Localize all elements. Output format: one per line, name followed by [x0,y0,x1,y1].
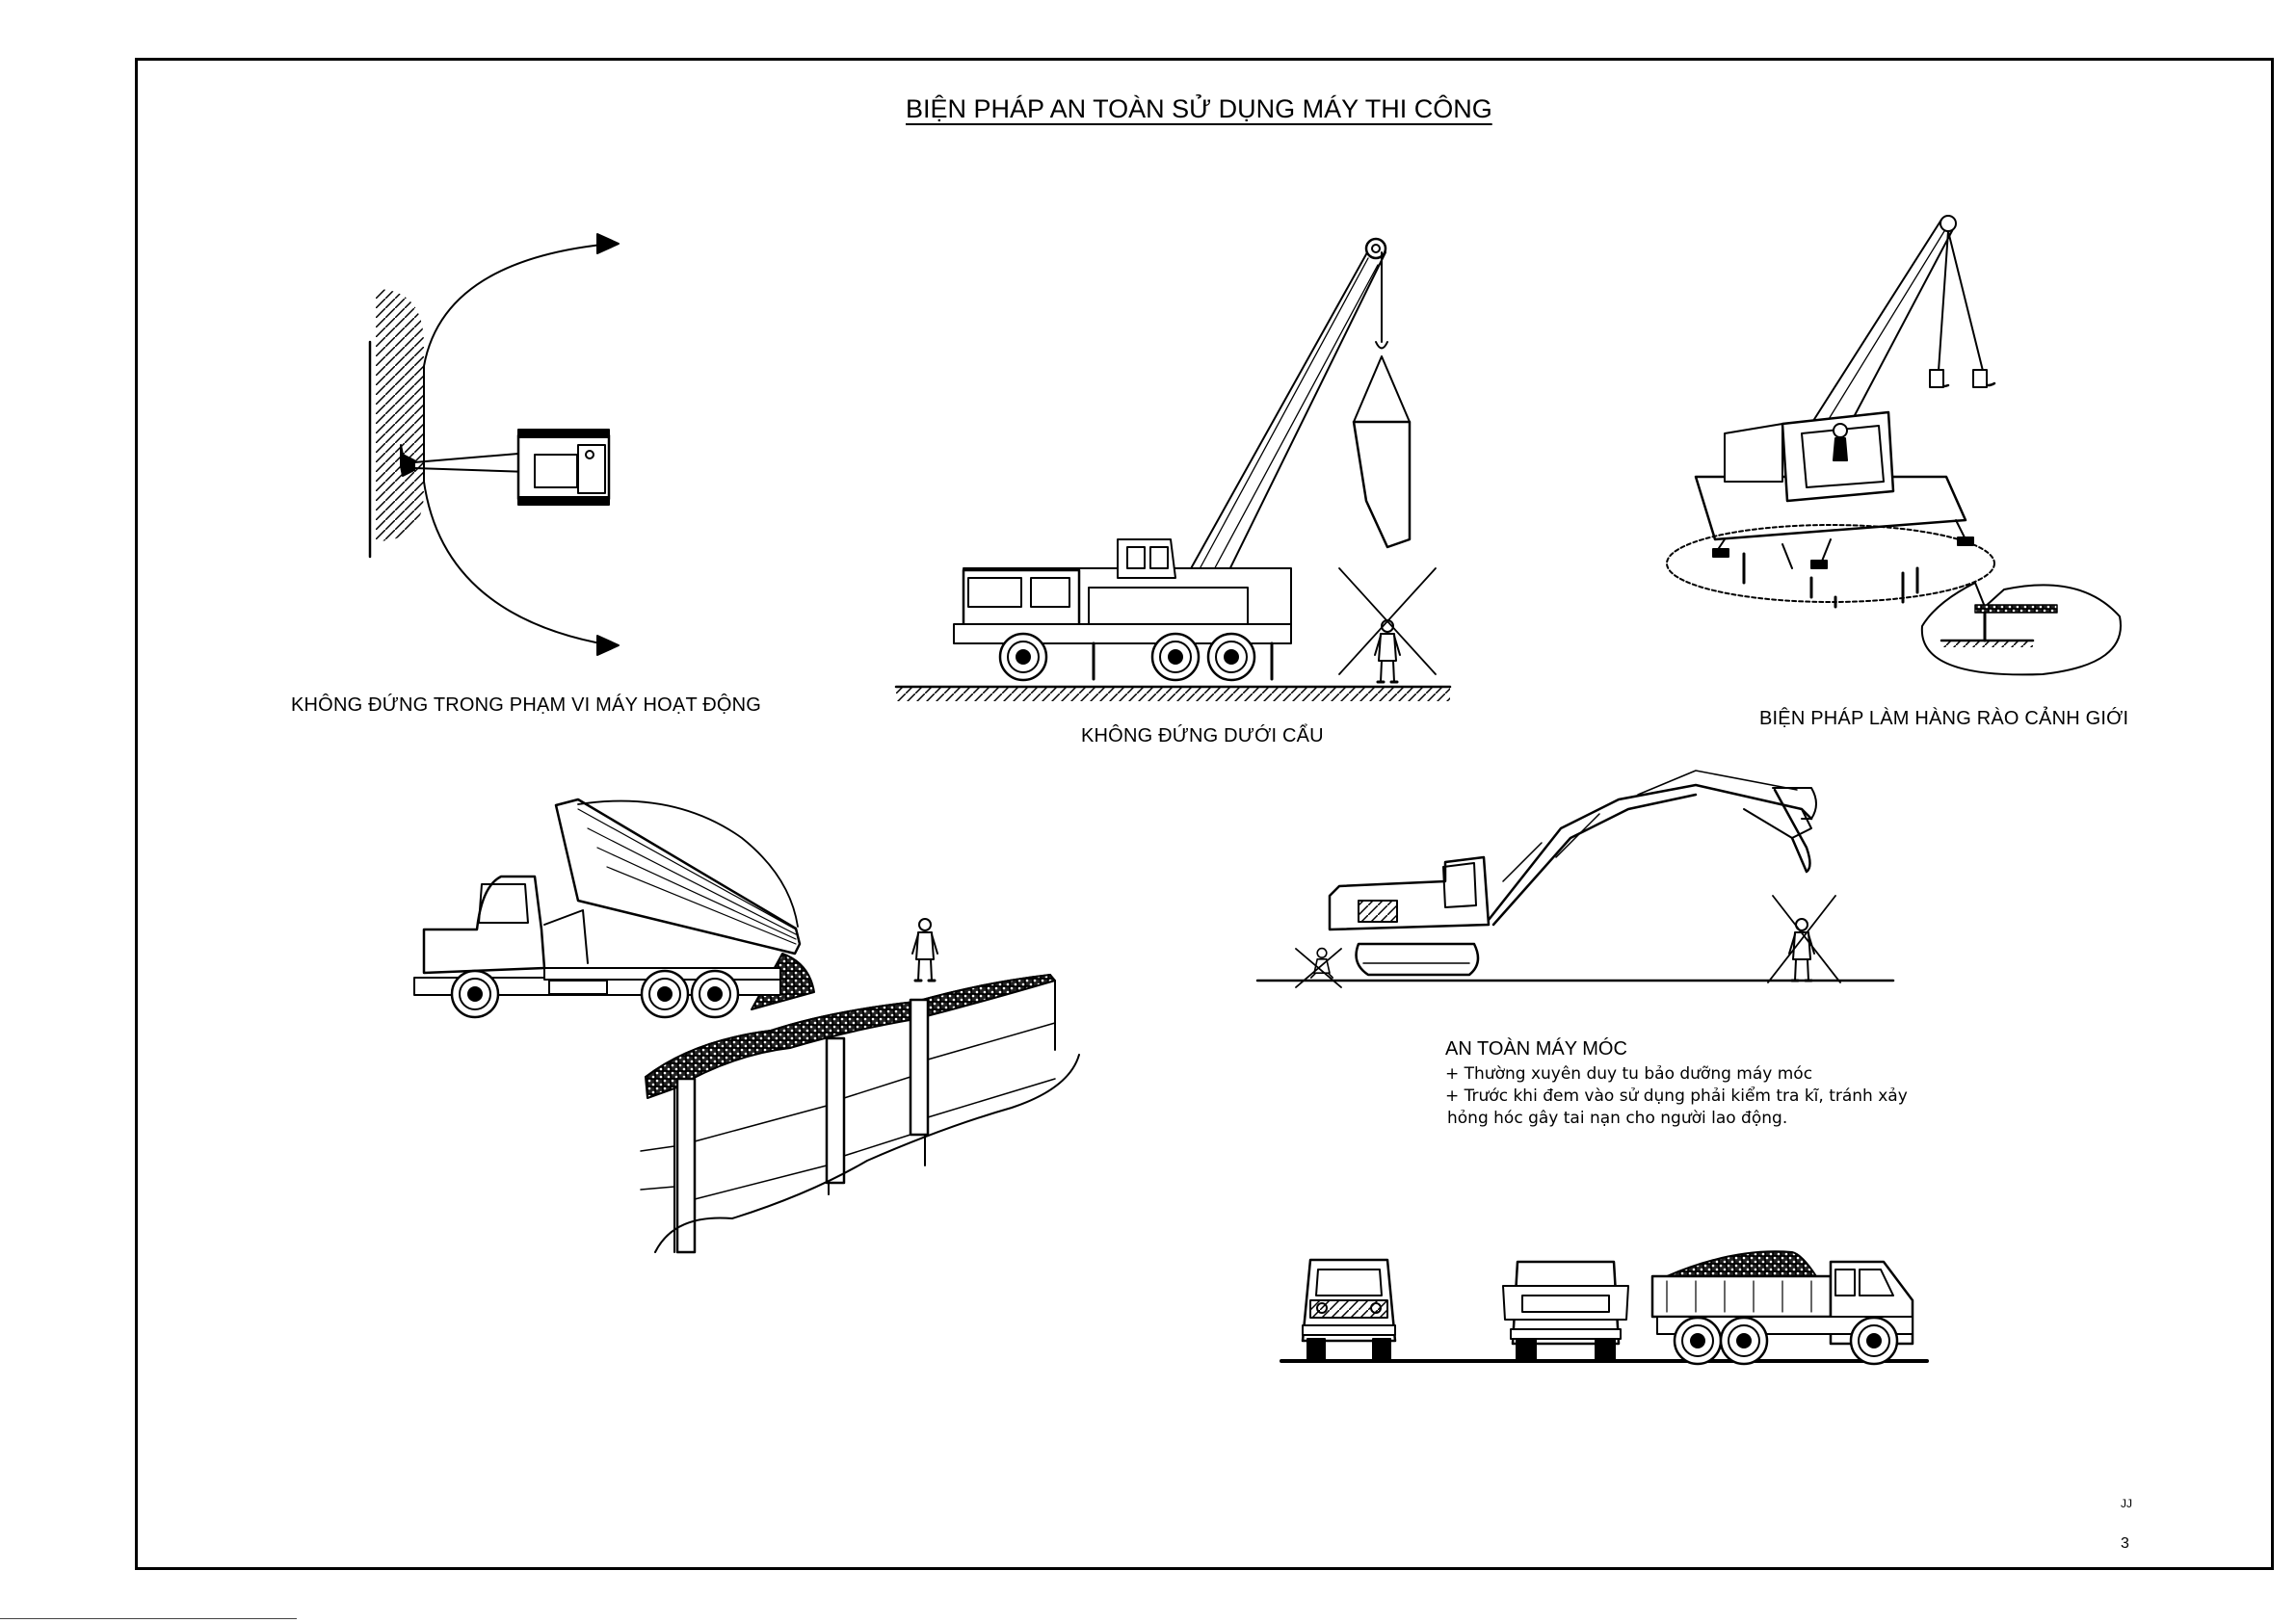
machinery-heading: AN TOÀN MÁY MÓC [1445,1037,1627,1060]
excavator-icon [1257,771,1893,987]
page-number: 3 [2121,1535,2129,1553]
swing-radius-caption: KHÔNG ĐỨNG TRONG PHẠM VI MÁY HOẠT ĐỘNG [291,694,761,716]
barrier-caption: BIỆN PHÁP LÀM HÀNG RÀO CẢNH GIỚI [1759,707,2128,729]
crawler-crane-icon [1667,216,2121,674]
machinery-note-2: + Trước khi đem vào sử dụng phải kiểm tr… [1445,1086,1908,1106]
machinery-note-1: + Thường xuyên duy tu bảo dưỡng máy móc [1445,1064,1812,1084]
dump-truck-icon [414,799,1079,1252]
machinery-note-3: hỏng hóc gây tai nạn cho người lao động. [1447,1109,1787,1128]
excavator-topview-icon [370,234,619,655]
bottom-rule [0,1618,297,1619]
page-mark: JJ [2121,1497,2132,1510]
truck-side-icon [1652,1251,1913,1364]
drawing-title: BIỆN PHÁP AN TOÀN SỬ DỤNG MÁY THI CÔNG [906,94,1492,124]
crane-load-caption: KHÔNG ĐỨNG DƯỚI CẨU [1081,724,1324,746]
truck-crane-icon [896,239,1450,701]
truck-front-icon [1303,1260,1395,1360]
truck-rear-icon [1503,1262,1628,1360]
